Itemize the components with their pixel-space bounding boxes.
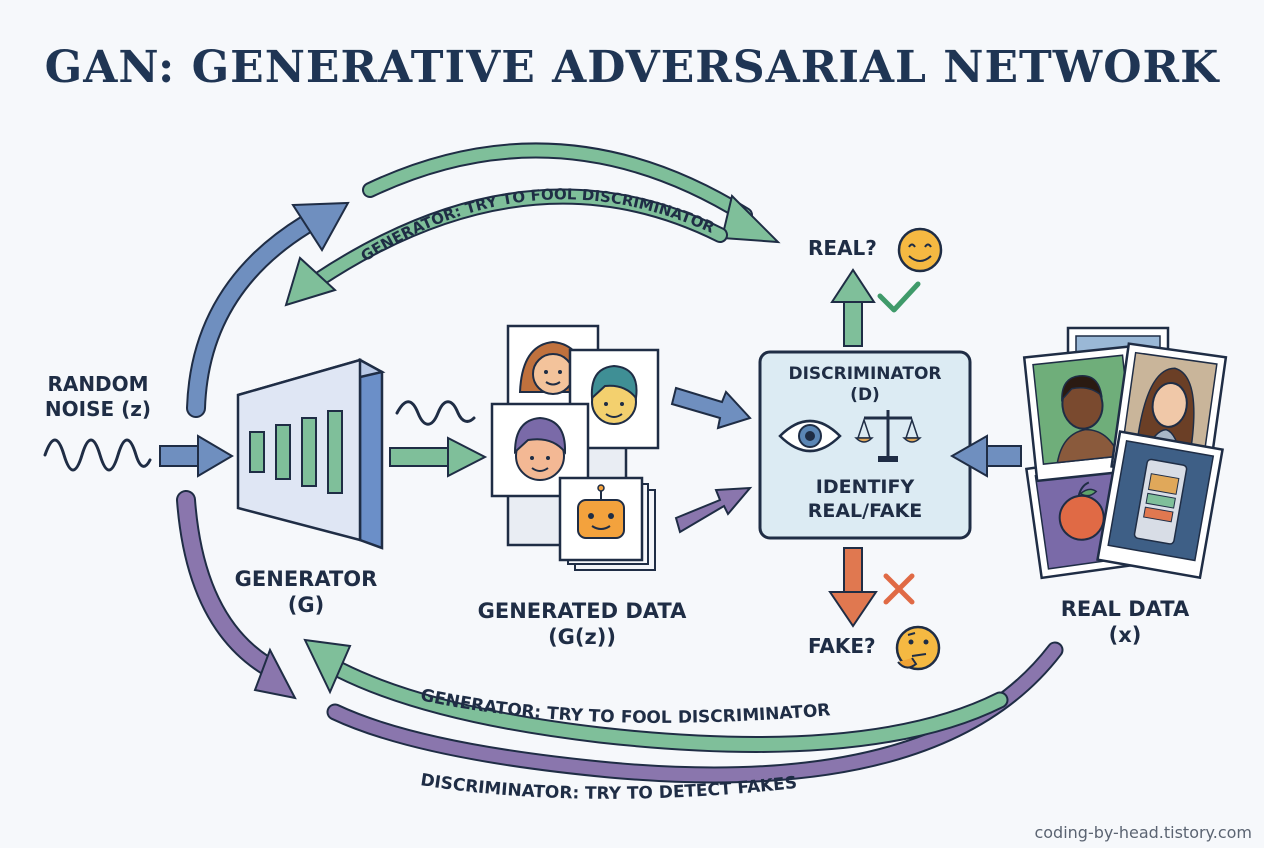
generated-data-cards [490,324,660,571]
smiley-face-icon [897,227,943,273]
generated-line1: GENERATED DATA [477,599,687,623]
real-data-label: REAL DATA (x) [1030,596,1220,649]
thinking-face-icon [895,625,941,671]
fake-arrow-down [828,547,878,628]
random-noise-label: RANDOM NOISE (z) [28,372,168,422]
check-icon [877,281,921,313]
identify-line1: IDENTIFY [815,476,915,498]
identify-line2: REAL/FAKE [807,499,923,522]
discriminator-label: DISCRIMINATOR (D) [760,364,970,407]
data-to-discriminator-arrows [670,386,753,534]
generator-line1: GENERATOR [234,567,378,591]
generator-line2: (G) [287,593,325,618]
page-title: GAN: GENERATIVE ADVERSARIAL NETWORK [44,42,1220,93]
real-data-to-discriminator-arrow [949,434,1022,478]
noise-to-generator-arrow [159,434,234,478]
generated-line2: (G(z)) [548,625,616,650]
disc-line2: (D) [850,385,880,406]
apple-icon [1058,481,1105,541]
machine-icon [1133,458,1188,545]
noise-wave-icon [43,438,152,472]
real-question-label: REAL? [808,236,877,260]
bottom-loop-arrows: GENERATOR: TRY TO FOOL DISCRIMINATOR DIS… [303,638,1064,804]
top-loop-label: GENERATOR: TRY TO FOOL DISCRIMINATOR [358,185,718,265]
discriminator-box [758,350,972,540]
generator-block [236,357,386,550]
noise-up-arrow [186,201,350,418]
real-data-photos [1022,326,1228,580]
fake-question-label: FAKE? [808,634,876,658]
generator-to-data-arrow [389,436,488,478]
face-icon-real-man [1056,374,1121,464]
top-loop-arrow: GENERATOR: TRY TO FOOL DISCRIMINATOR [284,142,781,307]
face-icon-man-purple-hair [513,416,567,481]
real-arrow-up [830,268,876,347]
x-icon [883,573,915,605]
generator-label: GENERATOR (G) [216,566,396,619]
scale-icon [854,410,922,462]
random-noise-line1: RANDOM [47,372,149,396]
face-icon-man-teal-hair [590,364,638,425]
random-noise-line2: NOISE (z) [44,397,152,421]
generator-wave-icon [395,400,476,426]
credit-text: coding-by-head.tistory.com [1034,823,1252,842]
real-data-line1: REAL DATA [1060,597,1190,621]
real-data-line2: (x) [1108,623,1142,648]
disc-line1: DISCRIMINATOR [788,364,942,384]
identify-label: IDENTIFY REAL/FAKE [760,476,970,524]
robot-icon [577,484,625,539]
noise-down-arrow [176,490,297,700]
generated-data-label: GENERATED DATA (G(z)) [462,598,702,651]
eye-icon [778,419,842,453]
